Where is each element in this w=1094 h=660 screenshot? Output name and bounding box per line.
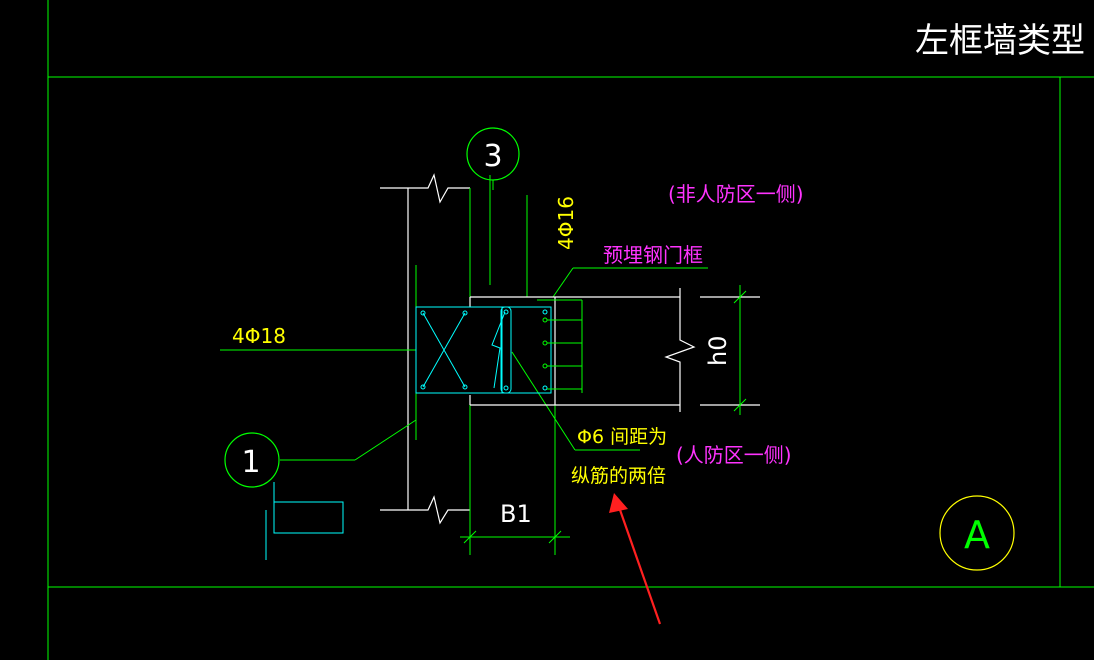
arrow-head <box>609 493 628 513</box>
label-stirrup-line2: 纵筋的两倍 <box>571 465 666 487</box>
left-wall <box>380 173 470 525</box>
stirrup-diag-2 <box>422 312 466 388</box>
rebar-dot <box>542 309 548 315</box>
wall-top-break <box>380 173 470 204</box>
grid-bubble-3: 3 <box>466 127 520 181</box>
rebar-dot <box>542 385 548 391</box>
label-h0: h0 <box>704 336 732 366</box>
grid-bubble-1: 1 <box>224 432 280 488</box>
door-opening <box>469 288 760 412</box>
bubble-3-label: 3 <box>483 139 502 174</box>
bubble-1-label: 1 <box>241 445 260 480</box>
bubble-3-circle <box>466 127 520 181</box>
stirrup-zigzag <box>491 311 506 389</box>
bubble-1-circle <box>224 432 280 488</box>
label-civil-defense-side: (人防区一侧) <box>676 443 792 467</box>
label-non-civil-defense-side: (非人防区一侧) <box>668 182 804 206</box>
label-stirrup-line1: Φ6 间距为 <box>577 426 667 448</box>
dim-h0-tick-top <box>733 290 747 304</box>
rebar-dot <box>462 310 468 316</box>
label-b1: B1 <box>500 500 532 528</box>
bubble-a-circle <box>939 495 1015 571</box>
rebar-legend-box <box>273 501 344 534</box>
drawing-title: 左框墙类型 <box>915 21 1085 61</box>
dim-h0-tick-bottom <box>733 398 747 412</box>
leader-frame <box>552 267 574 298</box>
anchor-dot <box>542 317 548 323</box>
opening-break <box>664 288 696 412</box>
rebar-dot <box>420 384 426 390</box>
wall-bottom-break <box>380 495 470 525</box>
label-4phi16: 4Φ16 <box>554 196 578 250</box>
label-4phi18: 4Φ18 <box>232 324 286 348</box>
arrow-shaft <box>617 506 662 625</box>
drawing-frame <box>47 0 1094 660</box>
rebar-dot <box>420 310 426 316</box>
rebar-dot <box>503 309 509 315</box>
dim-b1-tick-left <box>463 530 477 544</box>
dim-b1-tick-right <box>548 530 562 544</box>
rebar-dot <box>503 385 509 391</box>
rebar-dot <box>462 384 468 390</box>
wall-structure <box>220 175 708 555</box>
rebar-stirrup <box>500 306 512 394</box>
annotation-arrow <box>609 493 662 625</box>
label-embedded-frame: 预埋钢门框 <box>603 243 703 267</box>
anchor-dot <box>542 363 548 369</box>
leader-bubble-1-d <box>354 419 417 461</box>
grid-bubble-a: A <box>939 495 1015 571</box>
rebar-cage <box>265 306 552 560</box>
bubble-a-label: A <box>964 513 990 557</box>
anchor-bars <box>537 299 583 393</box>
rebar-box-left <box>415 306 552 394</box>
leader-stirrup-1 <box>511 351 576 451</box>
dim-h0 <box>733 285 747 415</box>
anchor-dot <box>542 340 548 346</box>
